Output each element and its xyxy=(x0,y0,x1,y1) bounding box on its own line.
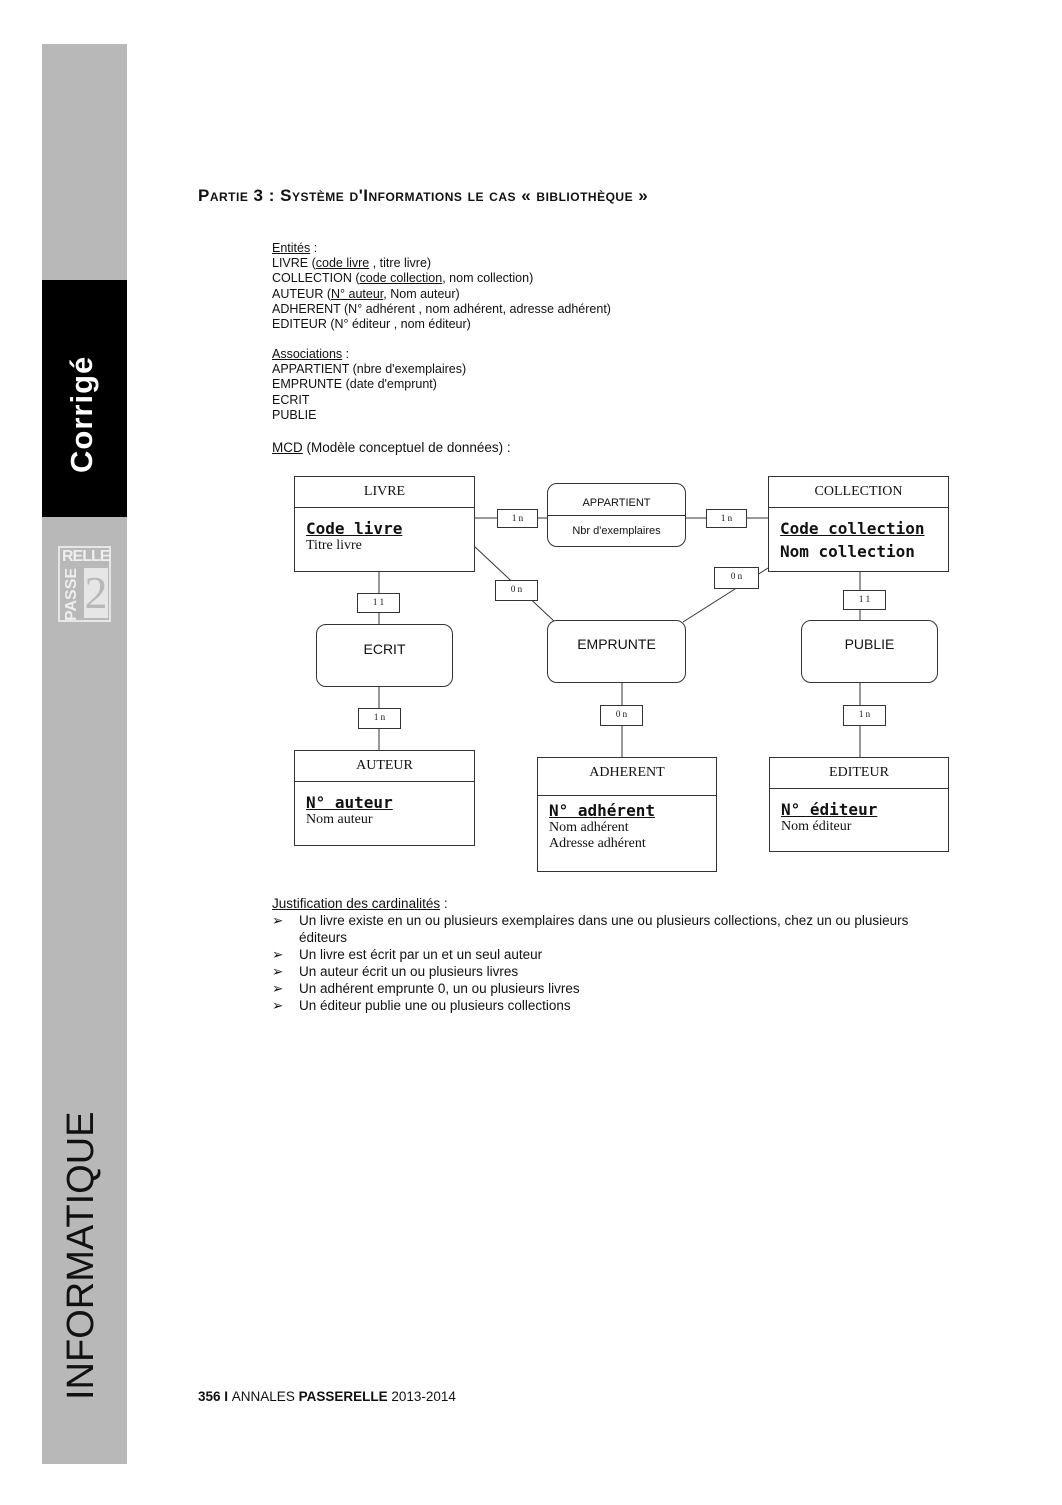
justification-item: ➢Un auteur écrit un ou plusieurs livres xyxy=(272,964,519,979)
entity-auteur: AUTEUR N° auteur Nom auteur xyxy=(294,750,475,846)
arrow-bullet-icon: ➢ xyxy=(272,981,284,996)
justification-item: ➢Un éditeur publie une ou plusieurs coll… xyxy=(272,998,571,1013)
entity-title: AUTEUR xyxy=(295,751,474,782)
arrow-bullet-icon: ➢ xyxy=(272,913,284,928)
cardinality-label: 0 n xyxy=(495,580,538,601)
associations-section: Associations : APPARTIENT (nbre d'exempl… xyxy=(272,347,467,422)
entity-key: N° auteur xyxy=(306,793,393,812)
cardinality-label: 1 n xyxy=(706,509,747,528)
entity-line: LIVRE (code livre , titre livre) xyxy=(272,256,432,271)
justification-item: ➢Un adhérent emprunte 0, un ou plusieurs… xyxy=(272,981,580,996)
justification-item: ➢Un livre est écrit par un et un seul au… xyxy=(272,947,543,962)
association-line: EMPRUNTE (date d'emprunt) xyxy=(272,377,437,392)
entity-title: EDITEUR xyxy=(770,758,948,789)
association-line: APPARTIENT (nbre d'exemplaires) xyxy=(272,362,467,377)
entity-attr: Nom éditeur xyxy=(781,819,852,834)
entity-title: ADHERENT xyxy=(538,758,716,796)
mcd-subtitle: (Modèle conceptuel de données) : xyxy=(302,440,511,455)
page-number: 356 xyxy=(198,1389,221,1404)
cardinality-label: 1 n xyxy=(497,509,538,528)
association-line: PUBLIE xyxy=(272,407,317,422)
entity-title: COLLECTION xyxy=(769,477,948,508)
entity-collection: COLLECTION Code collection Nom collectio… xyxy=(768,476,949,572)
entity-attr: Titre livre xyxy=(306,538,362,553)
entity-key: N° éditeur xyxy=(781,800,878,819)
footer-years: 2013-2014 xyxy=(387,1389,456,1404)
entity-attr: Nom auteur xyxy=(306,812,373,827)
entity-title: LIVRE xyxy=(295,477,474,508)
entity-key: N° adhérent xyxy=(549,801,655,820)
logo-num: 2 xyxy=(84,567,108,618)
mcd-label: MCD xyxy=(272,440,303,455)
justification-section: Justification des cardinalités : ➢Un liv… xyxy=(272,895,919,1014)
association-title: PUBLIE xyxy=(844,636,895,652)
association-title: APPARTIENT xyxy=(548,484,685,516)
entity-adherent: ADHERENT N° adhérent Nom adhérent Adress… xyxy=(537,757,717,872)
entity-attr: Nom collection xyxy=(780,542,915,561)
entity-line: COLLECTION (code collection, nom collect… xyxy=(272,271,534,286)
logo-top: RELLE xyxy=(62,548,110,565)
cardinality-label: 1 n xyxy=(358,708,401,729)
cardinality-label: 1 1 xyxy=(843,590,886,610)
association-title: EMPRUNTE xyxy=(577,636,656,652)
arrow-bullet-icon: ➢ xyxy=(272,964,284,979)
association-ecrit: ECRIT xyxy=(316,624,453,687)
entity-line: EDITEUR (N° éditeur , nom éditeur) xyxy=(272,317,471,332)
justification-heading: Justification des cardinalités xyxy=(272,896,441,911)
entity-attr: Adresse adhérent xyxy=(549,836,646,851)
entity-attr: Nom adhérent xyxy=(549,820,629,835)
entity-line: AUTEUR (N° auteur, Nom auteur) xyxy=(272,286,460,301)
cardinality-label: 1 1 xyxy=(357,593,400,613)
entities-section: Entités : LIVRE (code livre , titre livr… xyxy=(272,241,611,332)
entity-livre: LIVRE Code livre Titre livre xyxy=(294,476,475,572)
association-title: ECRIT xyxy=(363,641,406,657)
corrige-band xyxy=(42,280,127,517)
page-footer: 356 I ANNALES PASSERELLE 2013-2014 xyxy=(198,1389,456,1404)
association-appartient: APPARTIENT Nbr d'exemplaires xyxy=(547,483,686,547)
footer-sep: I xyxy=(220,1389,232,1404)
justification-item: ➢Un livre existe en un ou plusieurs exem… xyxy=(272,913,909,945)
association-attr: Nbr d'exemplaires xyxy=(572,525,661,537)
mcd-heading: MCD (Modèle conceptuel de données) : xyxy=(272,440,511,455)
entity-key: Code livre xyxy=(306,519,403,538)
cardinality-label: 1 n xyxy=(843,705,886,726)
footer-annales: ANNALES xyxy=(231,1389,299,1404)
association-emprunte: EMPRUNTE xyxy=(547,620,686,683)
entity-editeur: EDITEUR N° éditeur Nom éditeur xyxy=(769,757,949,852)
entity-key: Code collection xyxy=(780,519,925,538)
entities-heading: Entités xyxy=(272,241,311,255)
associations-heading: Associations xyxy=(272,347,343,361)
association-publie: PUBLIE xyxy=(801,620,938,683)
passerelle-logo: RELLE PASSE 2 xyxy=(58,546,111,622)
entity-line: ADHERENT (N° adhérent , nom adhérent, ad… xyxy=(272,301,611,316)
arrow-bullet-icon: ➢ xyxy=(272,998,284,1013)
page-title: Partie 3 : Système d'Informations le cas… xyxy=(198,186,649,205)
arrow-bullet-icon: ➢ xyxy=(272,947,284,962)
association-line: ECRIT xyxy=(272,392,310,407)
cardinality-label: 0 n xyxy=(600,705,643,726)
footer-brand: PASSERELLE xyxy=(298,1389,388,1404)
cardinality-label: 0 n xyxy=(714,567,759,589)
